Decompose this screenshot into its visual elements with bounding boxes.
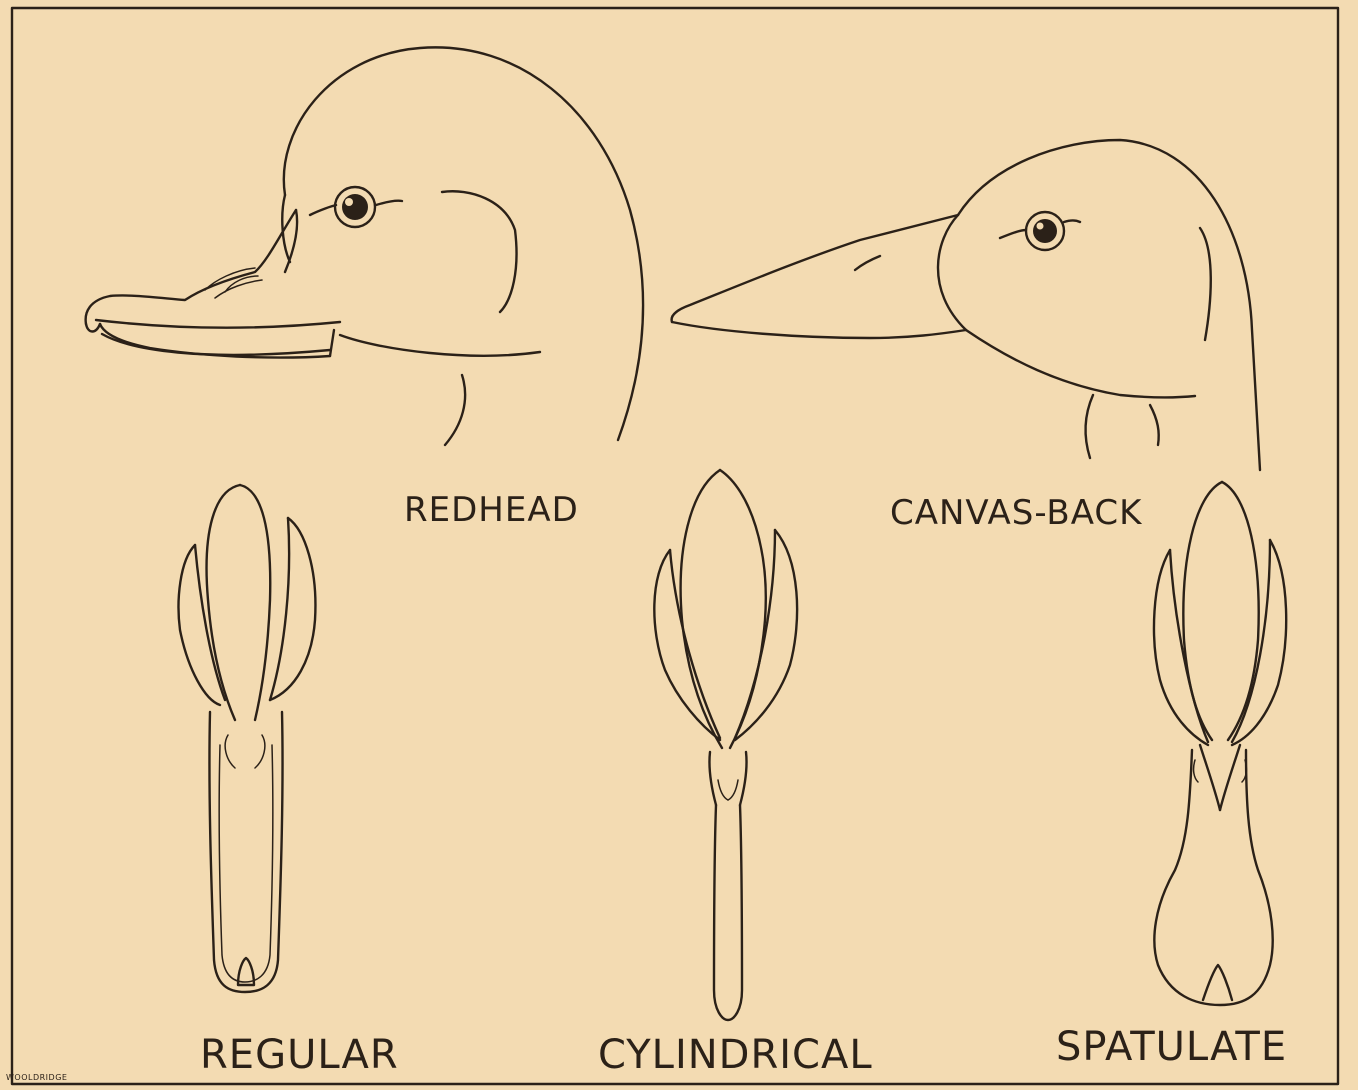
page-frame [12, 8, 1338, 1084]
artist-signature: WOOLDRIDGE [6, 1073, 67, 1082]
canvasback-label: CANVAS-BACK [890, 493, 1142, 533]
regular-label: REGULAR [200, 1032, 399, 1078]
cylindrical-label: CYLINDRICAL [598, 1032, 873, 1078]
redhead-head-drawing [86, 47, 643, 445]
spatulate-label: SPATULATE [1056, 1024, 1287, 1070]
redhead-label: REDHEAD [404, 490, 579, 530]
spatulate-bill-drawing [1154, 482, 1286, 1005]
regular-bill-drawing [179, 485, 316, 992]
canvasback-head-drawing [672, 140, 1260, 470]
cylindrical-bill-drawing [654, 470, 797, 1020]
